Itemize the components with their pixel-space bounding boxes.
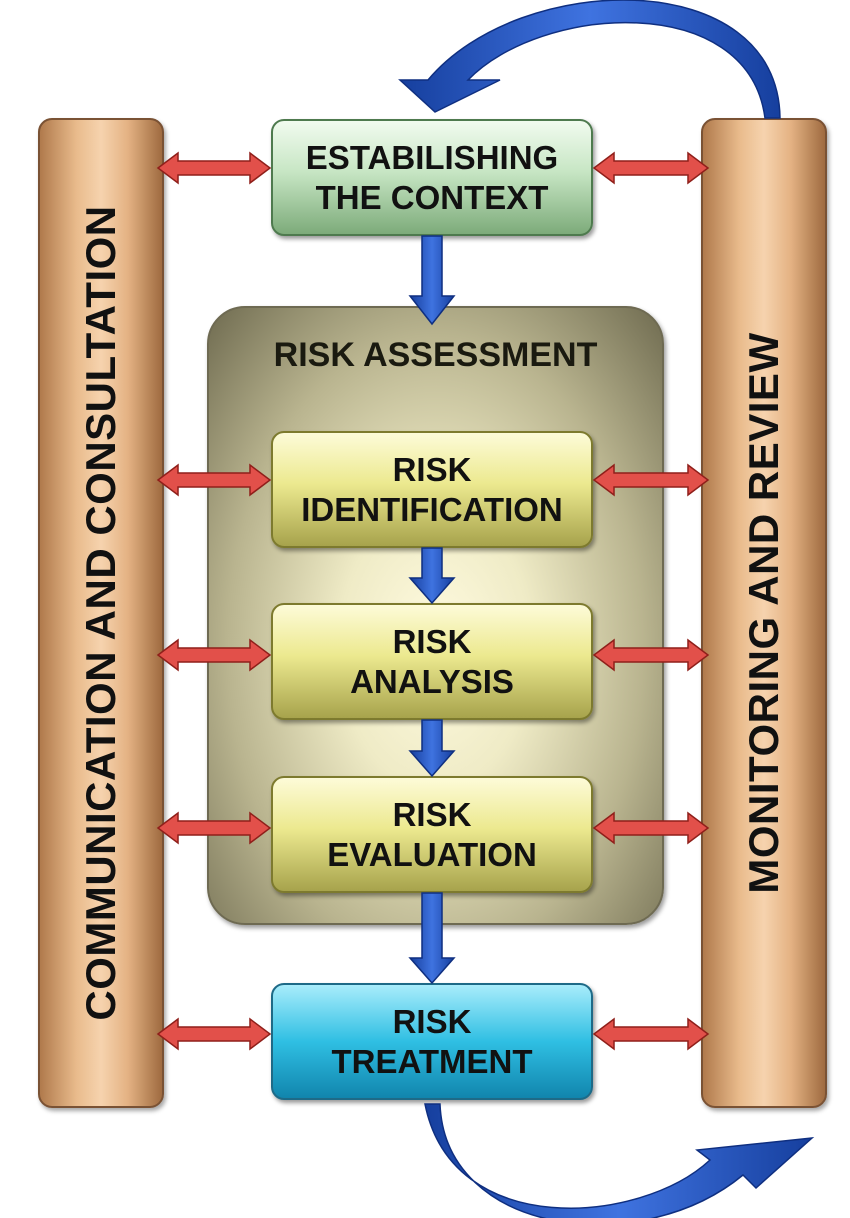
link-arrow-right-analysis bbox=[592, 638, 710, 672]
feedback-loop-top-arrow bbox=[398, 0, 781, 119]
establishing-context-box: ESTABILISHING THE CONTEXT bbox=[271, 119, 593, 236]
flow-arrow-analysis-to-evaluation bbox=[408, 719, 456, 778]
feedback-loop-bottom-arrow bbox=[424, 1103, 815, 1218]
flow-arrow-context-to-assessment bbox=[408, 235, 456, 326]
link-arrow-right-identification bbox=[592, 463, 710, 497]
risk-assessment-title: RISK ASSESSMENT bbox=[273, 336, 598, 374]
link-arrow-left-treatment bbox=[156, 1017, 272, 1051]
link-arrow-left-evaluation bbox=[156, 811, 272, 845]
link-arrow-right-evaluation bbox=[592, 811, 710, 845]
risk-analysis-box: RISK ANALYSIS bbox=[271, 603, 593, 720]
link-arrow-left-context bbox=[156, 151, 272, 185]
link-arrow-left-identification bbox=[156, 463, 272, 497]
flow-arrow-identification-to-analysis bbox=[408, 547, 456, 605]
link-arrow-right-treatment bbox=[592, 1017, 710, 1051]
risk-identification-box: RISK IDENTIFICATION bbox=[271, 431, 593, 548]
communication-consultation-pillar: COMMUNICATION AND CONSULTATION bbox=[38, 118, 164, 1108]
risk-treatment-box: RISK TREATMENT bbox=[271, 983, 593, 1100]
flow-arrow-evaluation-to-treatment bbox=[408, 892, 456, 985]
risk-evaluation-box: RISK EVALUATION bbox=[271, 776, 593, 893]
monitoring-review-pillar: MONITORING AND REVIEW bbox=[701, 118, 827, 1108]
link-arrow-left-analysis bbox=[156, 638, 272, 672]
link-arrow-right-context bbox=[592, 151, 710, 185]
